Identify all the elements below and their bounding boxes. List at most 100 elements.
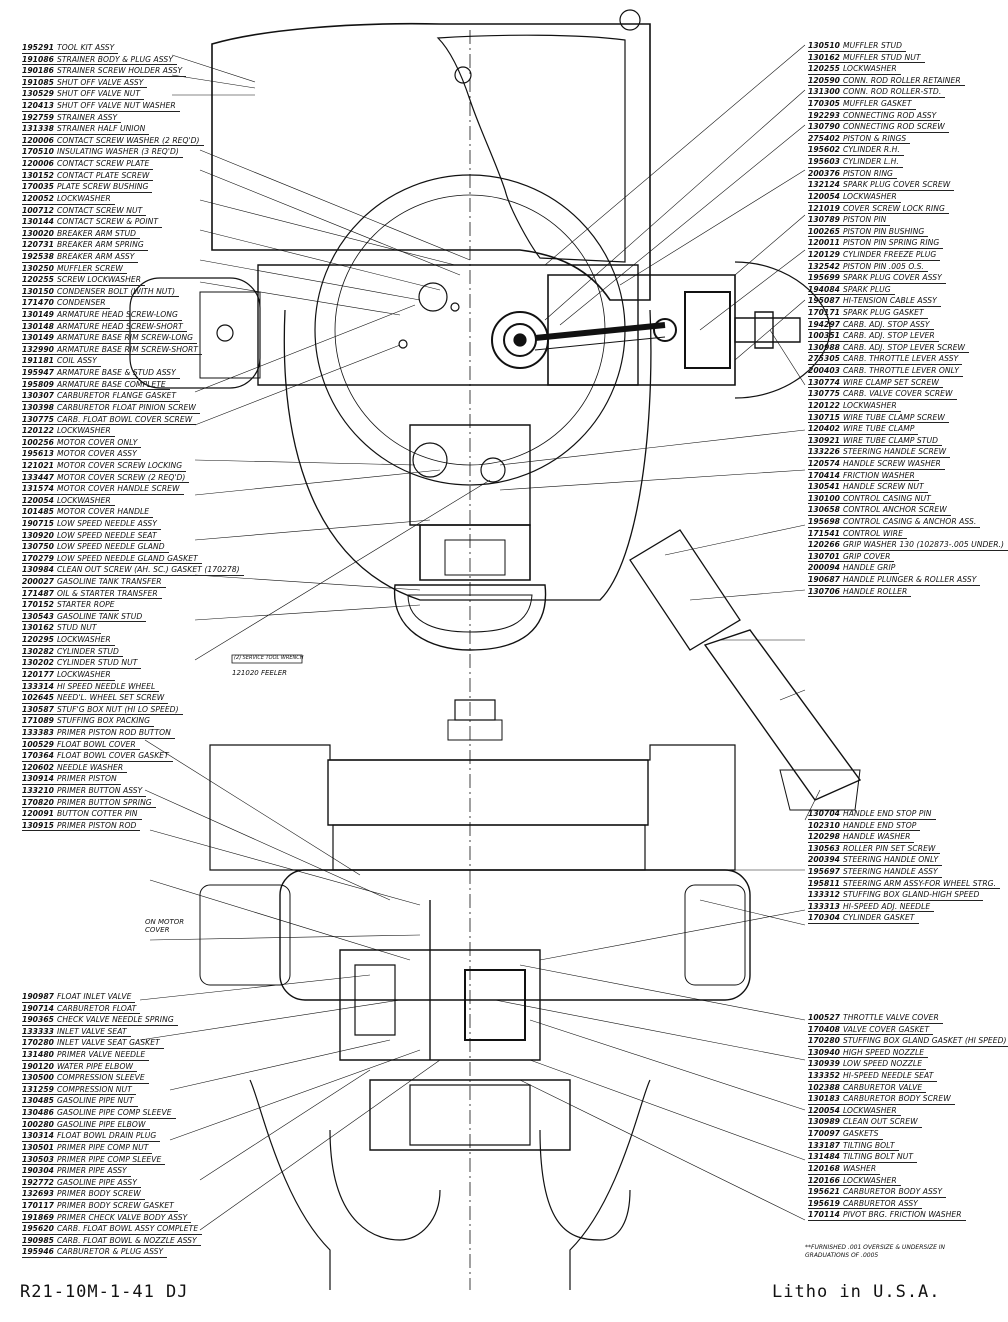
part-row: 121019Cover Screw Lock Ring	[808, 203, 1008, 215]
part-name: Handle End Stop	[843, 820, 921, 832]
part-number: 195697	[808, 866, 843, 878]
part-row: 190687Handle Plunger & Roller Assy	[808, 574, 1008, 586]
part-row: 130307Carburetor Flange Gasket	[22, 390, 244, 402]
part-name: Connecting Rod Assy	[843, 110, 941, 122]
part-name: Muffler Stud	[843, 40, 907, 52]
part-name: Float Bowl Cover Gasket	[57, 750, 173, 762]
part-number: 195809	[22, 379, 57, 391]
part-number: 130149	[22, 332, 57, 344]
part-row: 120413Shut Off Valve Nut Washer	[22, 100, 244, 112]
part-number: 133187	[808, 1140, 843, 1152]
part-number: 120590	[808, 75, 843, 87]
part-name: Carb. Valve Cover Screw	[843, 388, 957, 400]
part-number: 195602	[808, 144, 843, 157]
part-row: 132990Armature Base Rim Screw-Short	[22, 344, 244, 356]
part-number: 131300	[808, 86, 843, 99]
part-number: 121021	[22, 460, 57, 472]
part-row: 130775Carb. Valve Cover Screw	[808, 388, 1008, 400]
part-name: Pivot Brg. Friction Washer	[843, 1209, 966, 1221]
part-row: 100265Piston Pin Bushing	[808, 226, 1008, 238]
part-row: 130282Cylinder Stud	[22, 646, 244, 658]
part-number: 190715	[22, 518, 57, 530]
part-row: 195603Cylinder L.H.	[808, 156, 1008, 168]
part-row: 130148Armature Head Screw-Short	[22, 321, 244, 333]
part-name: Muffler Gasket	[843, 98, 916, 110]
part-number: 100256	[22, 437, 57, 449]
part-name: Contact Plate Screw	[57, 170, 154, 182]
part-name: Carburetor Assy	[843, 1198, 922, 1210]
part-name: Lockwasher	[57, 495, 115, 507]
part-number: 130915	[22, 820, 57, 832]
part-name: Handle Roller	[843, 586, 912, 598]
part-name: Armature Base Rim Screw-Short	[57, 344, 202, 356]
part-number: 130501	[22, 1142, 57, 1154]
part-row: 195087Hi-Tension Cable Assy	[808, 295, 1008, 308]
part-number: 130148	[22, 321, 57, 333]
part-number: 130789	[808, 214, 843, 226]
part-number: 130775	[808, 388, 843, 400]
part-row: 195613Motor Cover Assy	[22, 448, 244, 460]
part-name: Float Bowl Cover	[57, 739, 140, 751]
part-name: Lockwasher	[843, 400, 901, 412]
part-name: Cylinder Stud Nut	[57, 657, 142, 669]
part-name: Handle Screw Nut	[843, 481, 928, 493]
part-name: Compression Nut	[57, 1084, 136, 1096]
part-number: 120168	[808, 1163, 843, 1175]
part-name: Gasoline Pipe Comp Sleeve	[57, 1107, 176, 1119]
part-name: Tilting Bolt	[843, 1140, 899, 1152]
part-name: Check Valve Needle Spring	[57, 1014, 178, 1026]
part-row: 130398Carburetor Float Pinion Screw	[22, 402, 244, 414]
part-name: Muffler Screw	[57, 263, 127, 275]
parts-list-right-top: 130510Muffler Stud130162Muffler Stud Nut…	[808, 40, 1008, 598]
part-number: 130500	[22, 1072, 57, 1084]
part-name: Armature Head Screw-Short	[57, 321, 187, 333]
part-number: 132990	[22, 344, 57, 356]
part-number: 170279	[22, 553, 57, 565]
part-name: Steering Handle Assy	[843, 866, 942, 878]
part-row: 130503Primer Pipe Comp Sleeve	[22, 1154, 202, 1166]
part-name: Control Wire	[843, 528, 907, 540]
part-number: 130750	[22, 541, 57, 553]
part-name: Carb. Throttle Lever Only	[843, 365, 963, 377]
part-number: 130149	[22, 309, 57, 321]
part-name: Plate Screw Bushing	[57, 181, 153, 193]
part-name: Handle Washer	[843, 831, 915, 843]
part-row: 102645Need'l. Wheel Set Screw	[22, 692, 244, 704]
part-name: Cylinder Stud	[57, 646, 123, 658]
part-number: 100280	[22, 1119, 57, 1131]
part-name: Hi Speed Needle Wheel	[57, 681, 160, 693]
part-number: 121019	[808, 203, 843, 215]
part-row: 130149Armature Base Rim Screw-Long	[22, 332, 244, 344]
part-row: 192293Connecting Rod Assy	[808, 110, 1008, 122]
part-name: Piston Ring	[843, 168, 897, 180]
part-name: Carb. Adj. Stop Lever	[843, 330, 939, 342]
part-name: Throttle Valve Cover	[843, 1012, 943, 1024]
part-name: Primer Piston	[57, 773, 121, 785]
part-number: 195698	[808, 516, 843, 528]
part-row: 130162Stud Nut	[22, 622, 244, 635]
part-number: 130989	[808, 1116, 843, 1129]
part-number: 133313	[808, 901, 843, 913]
part-number: 130984	[22, 564, 57, 577]
part-row: 170510Insulating Washer (3 Req'd)	[22, 146, 244, 159]
part-row: 120402Wire Tube Clamp	[808, 423, 1008, 435]
part-number: 120298	[808, 831, 843, 843]
part-name: Carburetor & Plug Assy	[57, 1246, 168, 1259]
part-name: Grip Washer 130 (102873-.005 Under.)	[843, 539, 1008, 551]
part-row: 130988Carb. Adj. Stop Lever Screw	[808, 342, 1008, 354]
part-number: 130587	[22, 704, 57, 716]
part-name: Wire Tube Clamp	[843, 423, 919, 435]
part-name: Inlet Valve Seat Gasket	[57, 1037, 164, 1050]
part-name: Stuffing Box Gland-High Speed	[843, 889, 984, 901]
part-row: 130020Breaker Arm Stud	[22, 228, 244, 240]
part-number: 170364	[22, 750, 57, 762]
part-row: 130543Gasoline Tank Stud	[22, 611, 244, 623]
part-row: 100529Float Bowl Cover	[22, 739, 244, 751]
part-number: 190120	[22, 1061, 57, 1073]
part-number: 133210	[22, 785, 57, 797]
part-name: Cover Screw Lock Ring	[843, 203, 949, 215]
part-number: 275305	[808, 353, 843, 366]
part-name: Float Bowl Drain Plug	[57, 1130, 161, 1142]
part-row: 130921Wire Tube Clamp Stud	[808, 435, 1008, 447]
part-row: 132542Piston Pin .005 O.S.	[808, 261, 1008, 273]
